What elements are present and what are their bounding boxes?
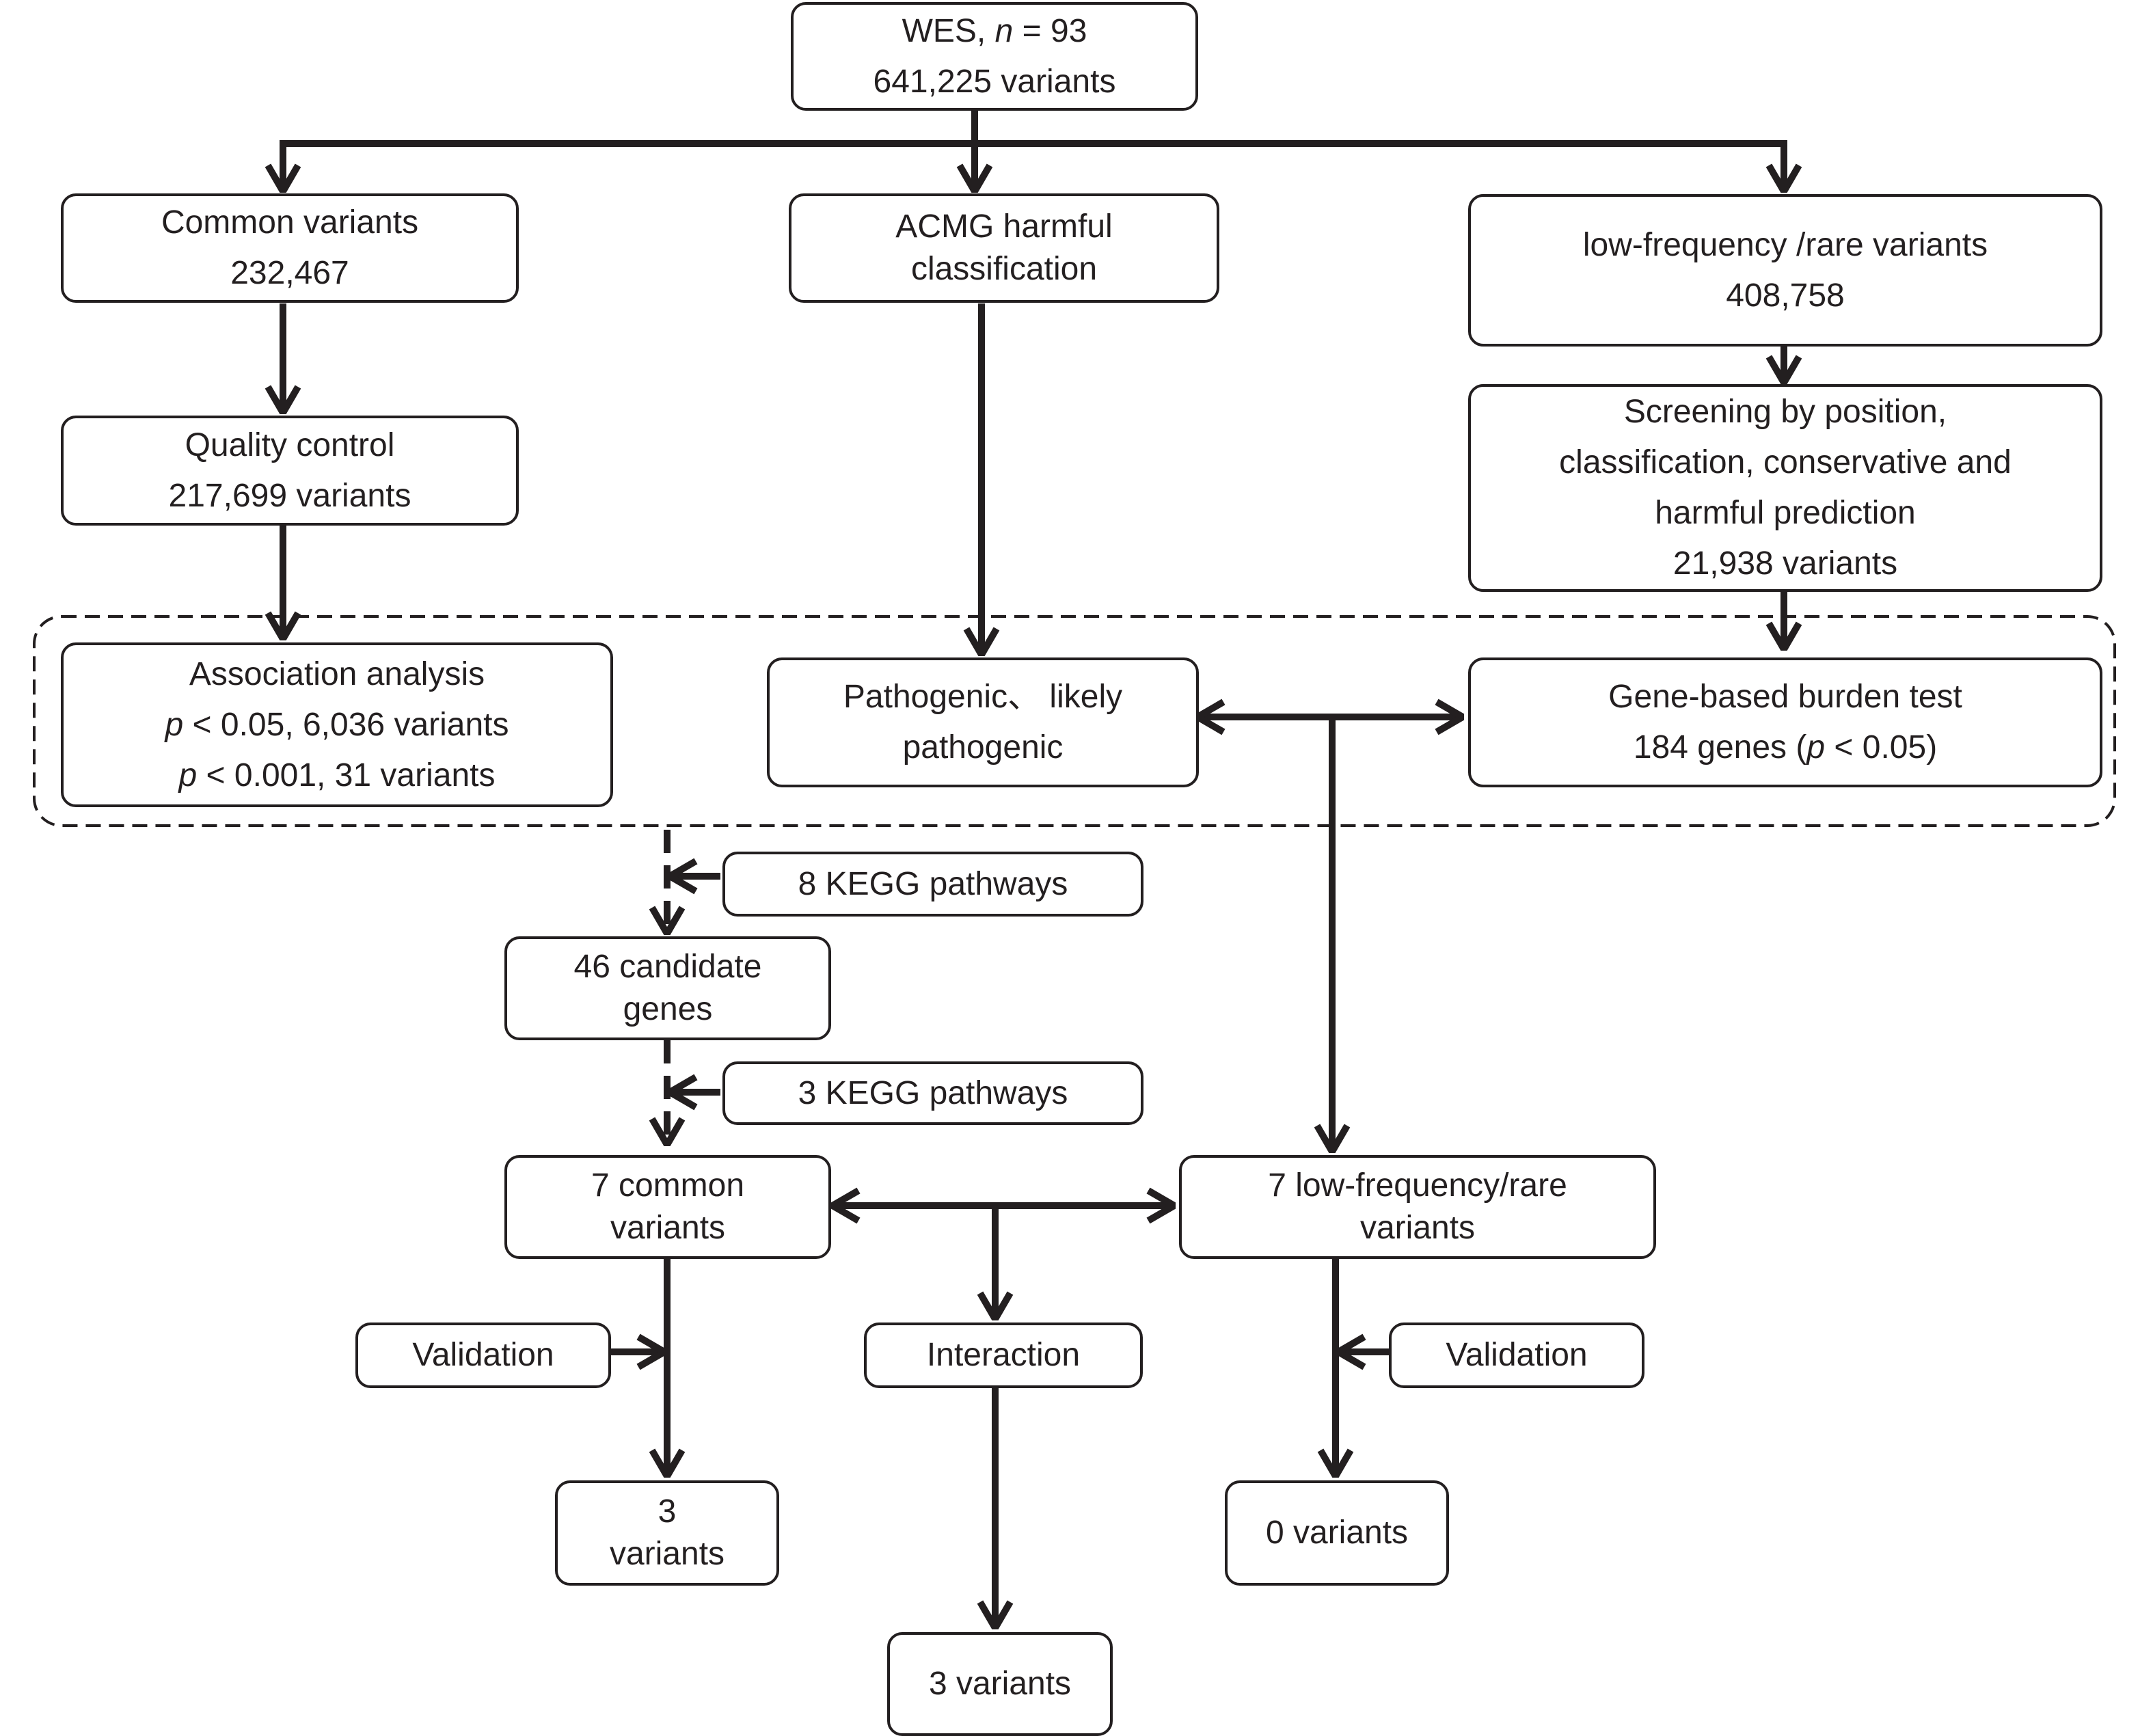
screening-line2: classification, conservative and — [1559, 444, 2012, 480]
node-common-variants: Common variants 232,467 — [61, 193, 519, 303]
node-quality-control: Quality control 217,699 variants — [61, 416, 519, 526]
acmg-line2: classification — [910, 251, 1098, 287]
burden-line2b: < 0.05) — [1825, 729, 1938, 765]
wes-post: = 93 — [1013, 12, 1087, 49]
common7-line1: 7 common — [591, 1167, 745, 1204]
screening-line3: harmful prediction — [1655, 495, 1916, 531]
node-validation-left: Validation — [355, 1323, 611, 1388]
node-result-left: 3 variants — [555, 1480, 779, 1586]
wes-line1: WES, n = 93 — [902, 6, 1087, 57]
node-validation-right: Validation — [1389, 1323, 1644, 1388]
validation-left-label: Validation — [412, 1337, 554, 1373]
node-rare7: 7 low-frequency/rare variants — [1179, 1155, 1656, 1259]
wes-pre: WES, — [902, 12, 995, 49]
node-result-right: 0 variants — [1225, 1480, 1449, 1586]
assoc-line1: Association analysis — [189, 655, 485, 692]
node-screening: Screening by position, classification, c… — [1468, 384, 2102, 592]
assoc-line2: p < 0.05, 6,036 variants — [165, 700, 509, 750]
node-association-analysis: Association analysis p < 0.05, 6,036 var… — [61, 642, 613, 807]
burden-line2: 184 genes (p < 0.05) — [1634, 722, 1937, 773]
node-candidate-genes: 46 candidate genes — [504, 936, 831, 1040]
node-lowfreq: low-frequency /rare variants 408,758 — [1468, 194, 2102, 347]
assoc-p1: p — [165, 706, 184, 743]
kegg8-label: 8 KEGG pathways — [798, 865, 1068, 902]
node-burden-test: Gene-based burden test 184 genes (p < 0.… — [1468, 657, 2102, 787]
common-line2: 232,467 — [230, 255, 349, 291]
group-box-dashed — [33, 615, 2116, 827]
burden-line2a: 184 genes ( — [1633, 729, 1807, 765]
qc-line1: Quality control — [185, 426, 395, 463]
candidates-line1: 46 candidate — [573, 949, 762, 985]
burden-line1: Gene-based burden test — [1608, 679, 1962, 715]
common7-line2: variants — [610, 1210, 726, 1246]
candidates-line2: genes — [623, 991, 713, 1027]
result-left-line1: 3 — [658, 1493, 677, 1530]
rare7-line2: variants — [1359, 1210, 1476, 1246]
node-pathogenic: Pathogenic、 likely pathogenic — [767, 657, 1199, 787]
burden-p: p — [1806, 729, 1826, 765]
result-bottom-label: 3 variants — [928, 1666, 1072, 1702]
acmg-line1: ACMG harmful — [895, 208, 1113, 245]
assoc-line3: p < 0.001, 31 variants — [179, 750, 496, 801]
common-line1: Common variants — [161, 204, 419, 241]
node-result-bottom: 3 variants — [887, 1632, 1113, 1736]
node-kegg8: 8 KEGG pathways — [722, 852, 1143, 917]
lowfreq-line1: low-frequency /rare variants — [1582, 226, 1988, 263]
assoc-line2-text: < 0.05, 6,036 variants — [183, 706, 509, 743]
wes-line2: 641,225 variants — [873, 63, 1116, 100]
pathogenic-line1: Pathogenic、 likely — [843, 679, 1123, 715]
screening-line4: 21,938 variants — [1673, 545, 1898, 582]
interaction-label: Interaction — [926, 1337, 1081, 1373]
kegg3-label: 3 KEGG pathways — [798, 1074, 1068, 1111]
assoc-p2: p — [178, 757, 198, 794]
result-left-line2: variants — [609, 1536, 725, 1572]
node-wes: WES, n = 93 641,225 variants — [791, 2, 1198, 111]
result-right-label: 0 variants — [1265, 1515, 1409, 1551]
qc-line2: 217,699 variants — [168, 477, 411, 514]
wes-n: n — [994, 12, 1014, 49]
node-interaction: Interaction — [864, 1323, 1143, 1388]
rare7-line1: 7 low-frequency/rare — [1268, 1167, 1567, 1204]
screening-line1: Screening by position, — [1623, 394, 1947, 430]
validation-right-label: Validation — [1446, 1337, 1588, 1373]
assoc-line3-text: < 0.001, 31 variants — [197, 757, 496, 794]
node-acmg: ACMG harmful classification — [789, 193, 1219, 303]
node-kegg3: 3 KEGG pathways — [722, 1061, 1143, 1125]
node-common7: 7 common variants — [504, 1155, 831, 1259]
pathogenic-line2: pathogenic — [902, 729, 1064, 765]
lowfreq-line2: 408,758 — [1726, 277, 1845, 314]
